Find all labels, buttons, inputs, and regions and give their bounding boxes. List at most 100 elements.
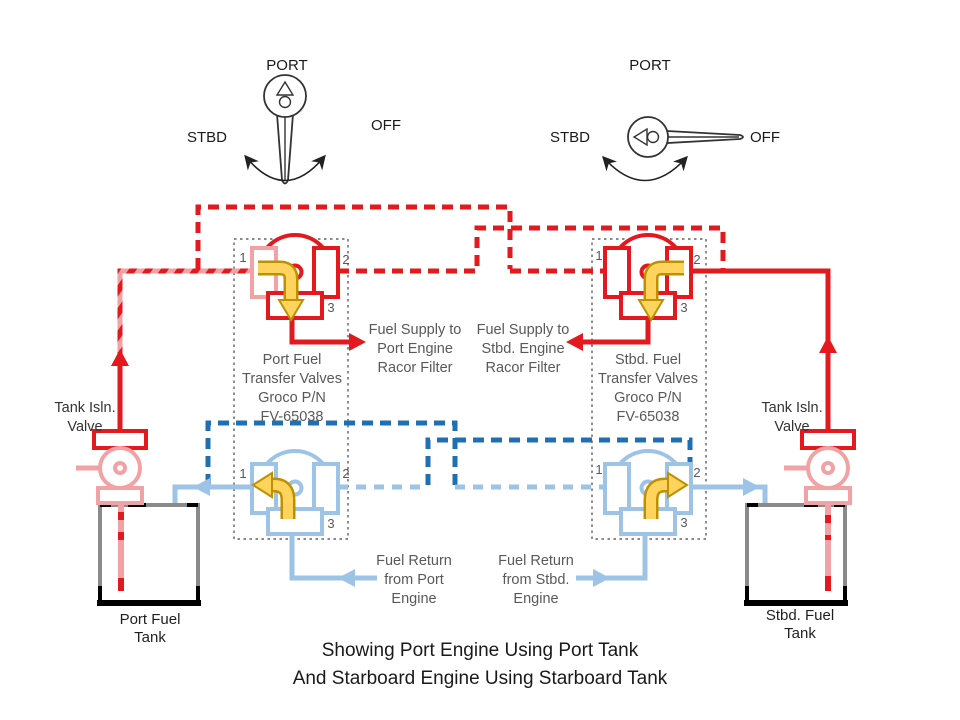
flow-direction-arrow [251,471,296,519]
caption: Showing Port Engine Using Port Tank And … [293,640,668,689]
stbd-supply-note-line1: Fuel Supply to [477,322,570,338]
flow-direction-arrow [258,260,305,322]
valve-port2-block [312,462,340,515]
stbd-supply-up-arrow-icon [819,336,837,353]
caption-line1: Showing Port Engine Using Port Tank [322,640,639,661]
port-return-note-line1: Fuel Return [376,553,452,569]
stbd-supply-pipes [566,268,837,431]
port-tank-label-line2: Tank [134,629,166,646]
port-valve-group-box [233,238,349,540]
caption-line2: And Starboard Engine Using Starboard Tan… [293,668,668,689]
stbd-isolation-bottom-flange [804,486,852,505]
port-label-3: 3 [680,300,687,315]
stbd-selector-pivot [646,130,660,144]
port-selector-rotation-arc [244,154,326,182]
port-label-2: 2 [342,252,349,267]
port-selector-pointer-icon [275,80,295,96]
stbd-valve-group-box [591,238,707,540]
stbd-selector-port-label: PORT [629,57,670,74]
stbd-fuel-tank: Stbd. Fuel Tank [744,503,848,642]
stbd-supply-note-line2: Stbd. Engine [481,341,564,357]
port-label-3: 3 [327,516,334,531]
stbd-tank-label-line2: Tank [784,625,816,642]
stbd-selector-off-label: OFF [750,129,780,146]
stbd-tank-selector: PORT STBD OFF [550,57,780,182]
stbd-isolation-label-line2: Valve [774,419,809,435]
port-supply-outlet [289,318,350,345]
port-supply-note-line1: Fuel Supply to [369,322,462,338]
stbd-supply-left-arrow-icon [566,333,583,351]
port-isolation-label-line2: Valve [67,419,102,435]
port-isolation-stem [113,461,127,475]
port-supply-transfer-valve: 1 2 3 [239,233,350,322]
port-return-crossover [205,420,458,485]
valve-port1-block [603,462,631,515]
port-to-stbd-supply-crossover [195,204,513,269]
stbd-engine-return-arrow-icon [593,569,610,587]
stbd-isolation-stem [821,461,835,475]
port-fuel-tank: Port Fuel Tank [97,503,201,646]
port-return-note-line2: from Port [384,572,444,588]
port-label-3: 3 [680,515,687,530]
port-selector-pivot [278,95,292,109]
supply-crossover-lines [195,204,726,274]
stbd-isolation-top-flange [800,429,856,450]
port-supply-note-line2: Port Engine [377,341,453,357]
port-isolation-label-line1: Tank Isln. [54,400,115,416]
stbd-supply-outlet [582,318,651,345]
port-isolation-bottom-flange [96,486,144,505]
stbd-selector-stbd-label: STBD [550,129,590,146]
port-tank-supply-line-striped [117,268,252,358]
port-return-note-line3: Engine [391,591,436,607]
port-transfer-label-line4: FV-65038 [261,409,324,425]
port-selector-port-label: PORT [266,57,307,74]
flow-direction-arrow [637,260,684,322]
stbd-engine-return-line [576,534,648,581]
port-label-3: 3 [327,300,334,315]
port-engine-return-arrow-icon [338,569,355,587]
stbd-supply-note-line3: Racor Filter [486,360,561,376]
stbd-transfer-label-line2: Transfer Valves [598,371,698,387]
stbd-return-note-line2: from Stbd. [503,572,570,588]
stbd-tank-supply-line [691,268,831,431]
port-supply-pipes [111,268,366,431]
port-label-1: 1 [239,466,246,481]
port-tank-label-line1: Port Fuel [120,611,181,628]
port-tank-body [98,503,200,605]
port-engine-return-line [289,534,377,581]
port-selector-stbd-label: STBD [187,129,227,146]
stbd-return-right-arrow-icon [743,478,760,496]
port-label-1: 1 [595,248,602,263]
stbd-tank-isolation-valve: Tank Isln. Valve [761,400,856,505]
stbd-return-note-line3: Engine [513,591,558,607]
port-supply-up-arrow-icon [111,349,129,366]
port-label-1: 1 [595,462,602,477]
valve-port2-block [312,246,340,299]
port-return-left-arrow-icon [193,478,210,496]
stbd-transfer-label-line3: Groco P/N [614,390,682,406]
stbd-transfer-label-line1: Stbd. Fuel [615,352,681,368]
port-tank-selector: PORT STBD OFF [187,57,401,185]
port-transfer-label-line1: Port Fuel [263,352,322,368]
stbd-selector-rotation-arc [602,155,688,182]
port-transfer-label-line3: Groco P/N [258,390,326,406]
port-return-transfer-valve: 1 2 3 [239,449,350,536]
return-notes: Fuel Return from Port Engine Fuel Return… [376,553,574,607]
port-label-1: 1 [239,250,246,265]
flow-direction-arrow [643,471,689,519]
valve-group-labels: Port Fuel Transfer Valves Groco P/N FV-6… [242,352,698,425]
stbd-tank-label-line1: Stbd. Fuel [766,607,834,624]
stbd-isolation-label-line1: Tank Isln. [761,400,822,416]
port-transfer-label-line2: Transfer Valves [242,371,342,387]
stbd-to-port-supply-crossover [338,225,726,274]
port-supply-note-line3: Racor Filter [378,360,453,376]
port-label-2: 2 [342,466,349,481]
port-supply-right-arrow-icon [349,333,366,351]
port-tank-isolation-valve: Tank Isln. Valve [54,400,148,505]
stbd-return-transfer-valve: 1 2 3 [595,449,701,536]
valve-port1-block [603,246,631,299]
stbd-return-note-line1: Fuel Return [498,553,574,569]
port-label-2: 2 [693,465,700,480]
